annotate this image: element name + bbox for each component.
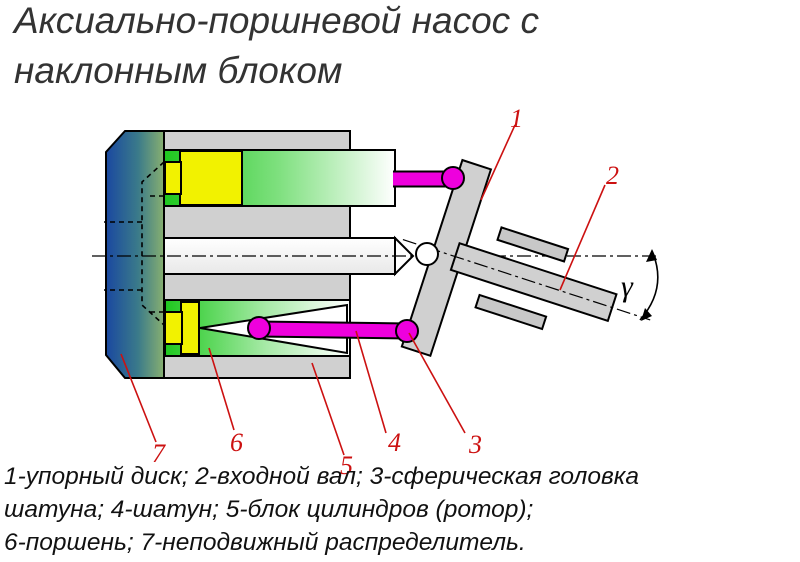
label-7: 7 (152, 439, 166, 468)
title-line-1: Аксиально-поршневой насос с (14, 0, 539, 41)
label-5: 5 (340, 451, 353, 480)
bottom-connecting-rod-fill (258, 322, 408, 338)
label-4: 4 (388, 428, 401, 457)
label-2: 2 (606, 161, 619, 190)
bearing-bottom (474, 293, 548, 331)
page-title: Аксиально-поршневой насос с наклонным бл… (14, 0, 794, 96)
shaft-axis (402, 239, 651, 321)
distributor-plate (105, 130, 165, 379)
distributor-channels (104, 161, 165, 326)
leader-lines (120, 124, 606, 456)
angle-gamma-label: γ (621, 270, 634, 303)
bottom-rod-end (247, 316, 271, 340)
bottom-piston-stem (164, 311, 183, 345)
bearing-top (496, 226, 570, 263)
top-spherical-head (441, 166, 465, 190)
angle-arrow-top (646, 249, 657, 262)
bottom-spherical-head (395, 319, 419, 343)
angle-arrow-bottom (641, 308, 652, 321)
caption-line-1: 1-упорный диск; 2-входной вал; 3-сфериче… (4, 463, 639, 490)
bottom-piston-head (180, 301, 200, 355)
caption-line-3: 6-поршень; 7-неподвижный распределитель. (4, 529, 526, 556)
legend-caption: 1-упорный диск; 2-входной вал; 3-сфериче… (4, 460, 800, 559)
central-ball-joint (415, 242, 439, 266)
input-shaft-group (402, 226, 651, 331)
caption-line-2: шатуна; 4-шатун; 5-блок цилиндров (ротор… (4, 496, 534, 523)
label-3: 3 (468, 430, 482, 459)
label-6: 6 (230, 428, 243, 457)
title-line-2: наклонным блоком (14, 50, 343, 91)
top-piston-stem (164, 161, 182, 195)
top-piston (179, 150, 243, 206)
label-1: 1 (510, 104, 523, 133)
